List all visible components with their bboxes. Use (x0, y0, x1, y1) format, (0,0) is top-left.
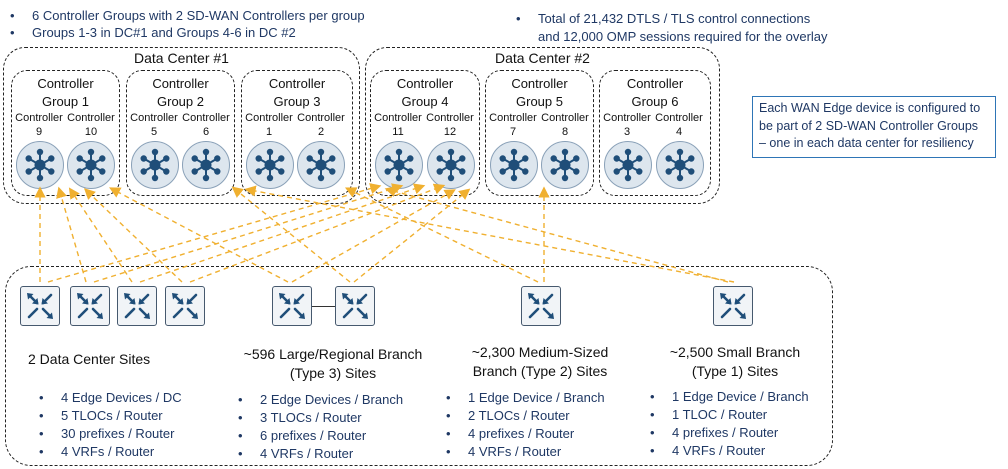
controller-hub-icon (16, 141, 64, 189)
site-type3-bullet: 4 VRFs / Router (238, 445, 353, 463)
group-6-line2: Group 6 (631, 94, 679, 109)
edge-router-icon (521, 286, 561, 326)
edge-router-icon (713, 286, 753, 326)
edge-router-icon (335, 286, 375, 326)
group-1-line2: Group 1 (42, 94, 89, 109)
edge-router-icon (117, 286, 157, 326)
site-type1-bullet: 1 TLOC / Router (650, 406, 767, 424)
site-type1-bullet: 4 prefixes / Router (650, 424, 778, 442)
resiliency-note: Each WAN Edge device is configured to be… (752, 96, 996, 158)
edge-router-icon (272, 286, 312, 326)
top-note-totals: Total of 21,432 DTLS / TLS control conne… (516, 10, 810, 28)
group-5-line1: Controller (511, 76, 568, 91)
group-1-line1: Controller (37, 76, 94, 91)
edge-router-icon (165, 286, 205, 326)
controller-hub-icon (182, 141, 230, 189)
group-3-line1: Controller (268, 76, 326, 91)
edge-router-icon (70, 286, 110, 326)
site-dc-title: 2 Data Center Sites (28, 351, 151, 367)
group-5-line2: Group 5 (516, 94, 563, 109)
group-2-line1: Controller (152, 76, 209, 91)
controller-hub-icon (427, 141, 475, 189)
site-dc-bullet: 4 VRFs / Router (39, 443, 154, 461)
controller-hub-icon (297, 141, 345, 189)
controller-hub-icon (131, 141, 179, 189)
controller-hub-icon (67, 141, 115, 189)
controller-hub-icon (246, 141, 294, 189)
resiliency-note-line1: Each WAN Edge device is configured to (759, 101, 981, 115)
site-type2-bullet: 4 VRFs / Router (446, 443, 561, 461)
controller-hub-icon (604, 141, 652, 189)
group-2-line2: Group 2 (157, 94, 204, 109)
group-3-line2: Group 3 (273, 94, 321, 109)
data-center-1-title: Data Center #1 (134, 50, 229, 66)
data-center-2-title: Data Center #2 (495, 50, 590, 66)
edge-router-icon (20, 286, 60, 326)
group-4-line2: Group 4 (401, 94, 449, 109)
group-6-line1: Controller (626, 76, 684, 91)
top-note-totals-line2: and 12,000 OMP sessions required for the… (538, 29, 828, 44)
site-type3-bullet: 3 TLOCs / Router (238, 409, 362, 427)
site-dc-bullet: 4 Edge Devices / DC (39, 389, 182, 407)
router-link-line (312, 306, 335, 307)
top-note-dc-split: Groups 1-3 in DC#1 and Groups 4-6 in DC … (10, 24, 296, 42)
site-type2-bullet: 4 prefixes / Router (446, 425, 574, 443)
controller-hub-icon (541, 141, 589, 189)
top-note-groups: 6 Controller Groups with 2 SD-WAN Contro… (10, 7, 365, 25)
site-dc-bullet: 5 TLOCs / Router (39, 407, 163, 425)
site-type1-bullet: 4 VRFs / Router (650, 442, 765, 460)
resiliency-note-line2: be part of 2 SD-WAN Controller Groups (759, 118, 979, 133)
controller-hub-icon (656, 141, 704, 189)
site-type1-bullet: 1 Edge Device / Branch (650, 388, 809, 406)
resiliency-note-line3: – one in each data center for resiliency (759, 136, 974, 150)
site-type3-bullet: 2 Edge Devices / Branch (238, 391, 403, 409)
controller-hub-icon (490, 141, 538, 189)
site-type2-bullet: 2 TLOCs / Router (446, 407, 570, 425)
site-type3-bullet: 6 prefixes / Router (238, 427, 366, 445)
group-4-line1: Controller (396, 76, 454, 91)
site-type3-title: ~596 Large/Regional Branch(Type 3) Sites (243, 346, 423, 381)
controller-hub-icon (375, 141, 423, 189)
site-type2-bullet: 1 Edge Device / Branch (446, 389, 605, 407)
site-dc-bullet: 30 prefixes / Router (39, 425, 175, 443)
site-type1-title: ~2,500 Small Branch(Type 1) Sites (669, 344, 801, 379)
